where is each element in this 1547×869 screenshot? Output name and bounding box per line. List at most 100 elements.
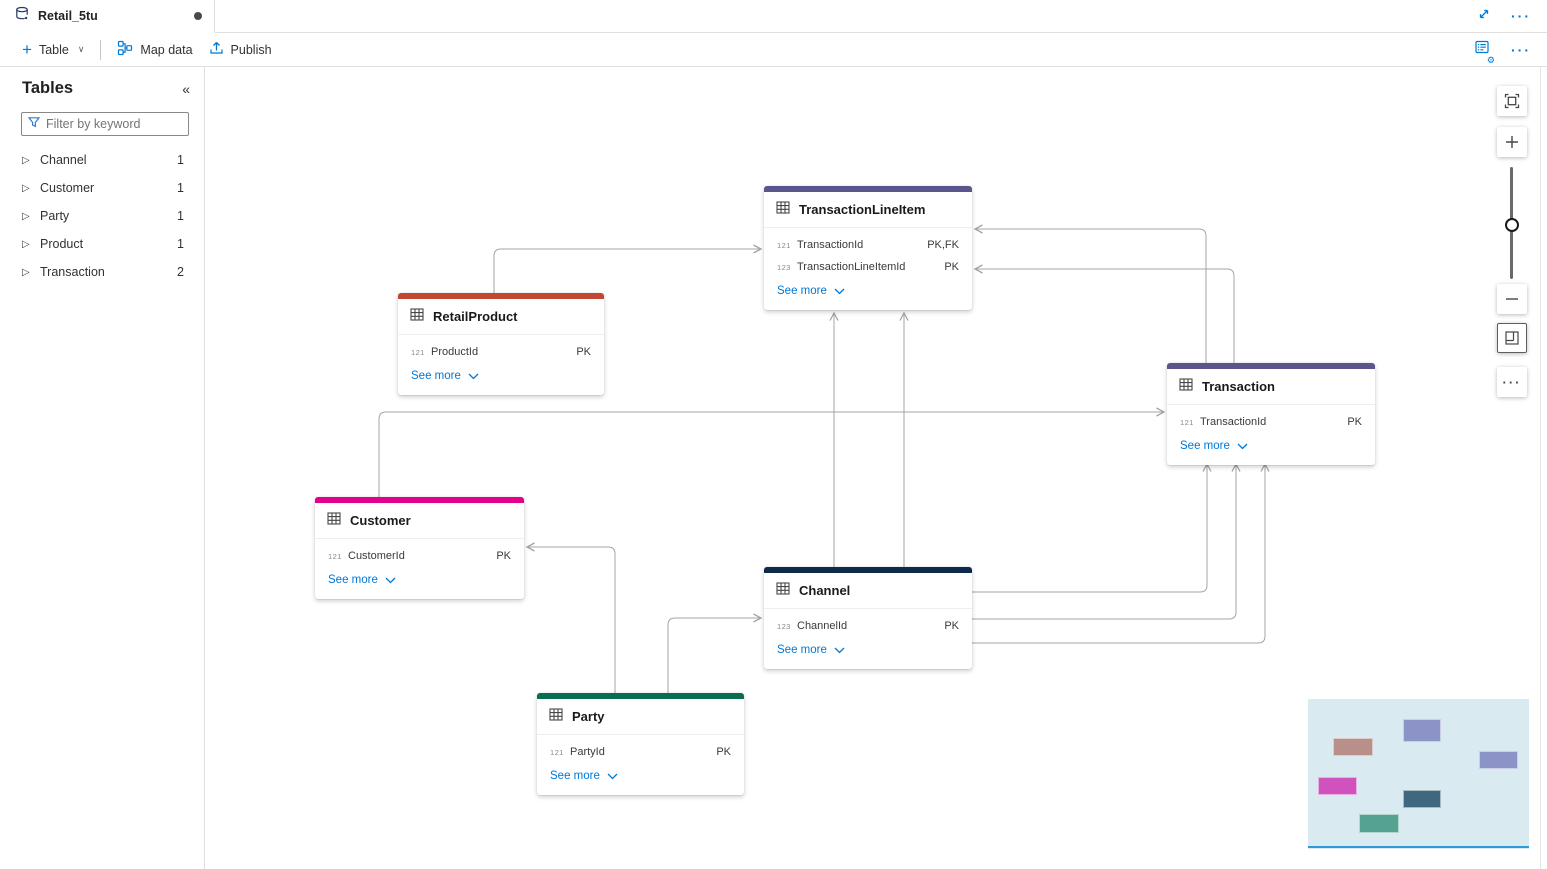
relationship-transaction-to-transactionlineitem[interactable] <box>973 264 1235 363</box>
field-key-label: PK <box>716 746 731 758</box>
database-new-icon <box>14 6 30 27</box>
field-type-icon: 121 <box>328 551 342 561</box>
chevron-down-icon <box>834 288 845 294</box>
relationship-retailproduct-to-transactionlineitem[interactable] <box>493 244 763 293</box>
field-name: TransactionLineItemId <box>797 261 906 273</box>
relationship-channel-to-transaction[interactable] <box>972 462 1241 620</box>
map-data-icon <box>117 40 133 59</box>
tab-more-options-icon[interactable]: ··· <box>1511 8 1531 24</box>
canvas-more-options-button[interactable]: ··· <box>1497 367 1527 397</box>
relationship-party-to-customer[interactable] <box>525 542 616 693</box>
publish-icon <box>209 40 224 59</box>
see-more-label: See more <box>328 574 378 586</box>
expand-chevron-icon[interactable]: ▷ <box>22 182 30 194</box>
expand-diagonal-icon[interactable] <box>1477 7 1491 26</box>
expand-chevron-icon[interactable]: ▷ <box>22 266 30 278</box>
table-card-transactionlineitem[interactable]: TransactionLineItem 121 TransactionId PK… <box>764 186 972 310</box>
relationship-channel-to-transaction[interactable] <box>972 462 1270 644</box>
sidebar-item-customer[interactable]: ▷ Customer 1 <box>0 174 204 202</box>
chevron-down-icon <box>834 647 845 653</box>
expand-chevron-icon[interactable]: ▷ <box>22 210 30 222</box>
field-name: PartyId <box>570 746 605 758</box>
minimap-toggle-button[interactable] <box>1497 323 1527 353</box>
table-title: Party <box>572 709 605 724</box>
field-name: ProductId <box>431 346 479 358</box>
relationship-channel-to-transaction[interactable] <box>972 462 1212 593</box>
filter-input[interactable] <box>46 117 182 131</box>
publish-label: Publish <box>230 42 272 57</box>
field-name: CustomerId <box>348 550 405 562</box>
sidebar-item-label: Customer <box>40 181 95 195</box>
toolbar: + Table ∨ Map data Publish <box>0 33 1547 67</box>
table-color-bar <box>764 186 972 192</box>
table-field-row: 121 TransactionId PK,FK <box>764 234 972 256</box>
collapse-panel-icon[interactable]: « <box>182 80 190 97</box>
zoom-in-button[interactable] <box>1497 127 1527 157</box>
filter-funnel-icon <box>27 115 41 133</box>
sidebar-item-party[interactable]: ▷ Party 1 <box>0 202 204 230</box>
field-name: TransactionId <box>797 239 864 251</box>
tab-retail-5tu[interactable]: Retail_5tu <box>0 0 215 33</box>
sidebar-item-count: 1 <box>177 181 184 195</box>
sidebar-item-label: Channel <box>40 153 87 167</box>
field-key-label: PK <box>944 620 959 632</box>
see-more-link[interactable]: See more <box>315 567 524 593</box>
add-table-label: Table <box>38 42 69 57</box>
table-field-row: 121 CustomerId PK <box>315 545 524 567</box>
table-field-row: 121 PartyId PK <box>537 741 744 763</box>
add-table-button[interactable]: + Table ∨ <box>14 33 92 66</box>
toolbar-more-options-icon[interactable]: ··· <box>1511 41 1531 58</box>
canvas-right-gutter <box>1540 67 1541 869</box>
expand-chevron-icon[interactable]: ▷ <box>22 154 30 166</box>
map-data-button[interactable]: Map data <box>109 33 200 66</box>
table-card-transaction[interactable]: Transaction 121 TransactionId PK See mor… <box>1167 363 1375 465</box>
ellipsis-icon: ··· <box>1502 374 1522 390</box>
zoom-slider-thumb[interactable] <box>1505 218 1519 232</box>
publish-button[interactable]: Publish <box>201 33 280 66</box>
minimap-rect-channel <box>1403 790 1441 808</box>
relationship-party-to-channel[interactable] <box>667 613 763 693</box>
table-title: Customer <box>350 513 411 528</box>
fit-to-screen-button[interactable] <box>1497 86 1527 116</box>
minimap-rect-customer <box>1318 777 1357 795</box>
minimap[interactable] <box>1308 699 1529 849</box>
relationship-customer-to-transaction[interactable] <box>378 407 1166 497</box>
see-more-link[interactable]: See more <box>1167 433 1375 459</box>
see-more-link[interactable]: See more <box>764 278 972 304</box>
view-settings-icon[interactable]: ⚙ <box>1474 39 1495 65</box>
table-grid-icon <box>1179 377 1193 396</box>
chevron-down-icon <box>468 373 479 379</box>
add-icon: + <box>22 40 32 59</box>
see-more-link[interactable]: See more <box>398 363 604 389</box>
table-title: RetailProduct <box>433 309 518 324</box>
field-key-label: PK <box>576 346 591 358</box>
field-type-icon: 121 <box>777 240 791 250</box>
see-more-link[interactable]: See more <box>537 763 744 789</box>
expand-chevron-icon[interactable]: ▷ <box>22 238 30 250</box>
minimap-rect-party <box>1359 814 1399 833</box>
relationship-lines <box>378 224 1270 693</box>
minimap-viewport-line <box>1308 846 1529 848</box>
gear-icon: ⚙ <box>1486 54 1495 65</box>
toolbar-divider <box>100 39 102 60</box>
table-card-retailproduct[interactable]: RetailProduct 121 ProductId PK See more <box>398 293 604 395</box>
field-type-icon: 121 <box>550 747 564 757</box>
table-card-channel[interactable]: Channel 123 ChannelId PK See more <box>764 567 972 669</box>
see-more-link[interactable]: See more <box>764 637 972 663</box>
table-card-customer[interactable]: Customer 121 CustomerId PK See more <box>315 497 524 599</box>
table-card-party[interactable]: Party 121 PartyId PK See more <box>537 693 744 795</box>
table-grid-icon <box>776 581 790 600</box>
chevron-down-icon: ∨ <box>77 44 85 54</box>
sidebar-item-label: Party <box>40 209 70 223</box>
chevron-down-icon <box>1237 443 1248 449</box>
sidebar-item-count: 1 <box>177 209 184 223</box>
table-title: TransactionLineItem <box>799 202 926 217</box>
zoom-out-button[interactable] <box>1497 284 1527 314</box>
unsaved-changes-dot <box>194 12 202 20</box>
relationship-transaction-to-transactionlineitem[interactable] <box>973 224 1207 363</box>
diagram-canvas[interactable]: TransactionLineItem 121 TransactionId PK… <box>205 67 1547 869</box>
